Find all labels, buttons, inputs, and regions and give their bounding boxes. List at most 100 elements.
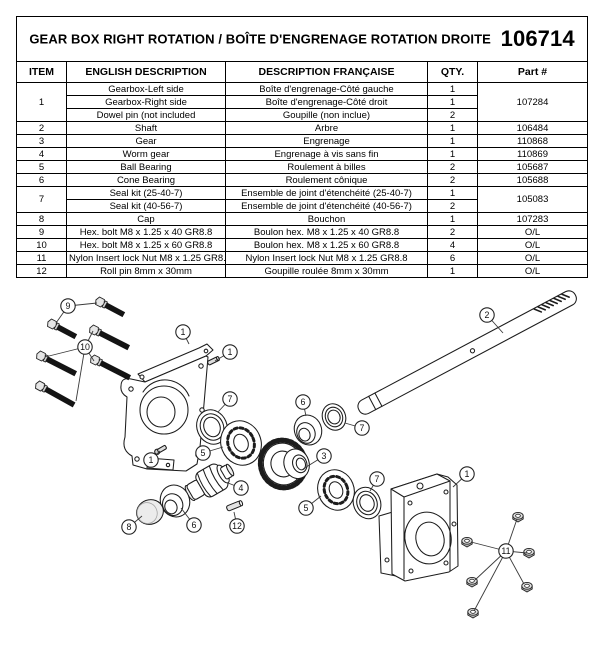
cell-english: Nylon Insert lock Nut M8 x 1.25 GR8.8 bbox=[66, 251, 226, 265]
cell-english: Seal kit (25-40-7) bbox=[66, 186, 226, 200]
balloon-number: 10 bbox=[80, 342, 90, 352]
balloon-number: 1 bbox=[228, 347, 233, 357]
cell-item: 2 bbox=[16, 121, 67, 135]
cell-qty: 1 bbox=[427, 82, 478, 96]
cell-qty: 1 bbox=[427, 134, 478, 148]
cell-english: Gearbox-Right side bbox=[66, 95, 226, 109]
cell-french: Arbre bbox=[225, 121, 428, 135]
balloon-3 bbox=[316, 448, 332, 464]
balloon-number: 9 bbox=[66, 301, 71, 311]
table-row: 9 Hex. bolt M8 x 1.25 x 40 GR8.8 Boulon … bbox=[16, 225, 589, 239]
cell-part: O/L bbox=[476, 251, 589, 265]
cell-english: Dowel pin (not included bbox=[66, 108, 226, 122]
page-title: GEAR BOX RIGHT ROTATION / BOÎTE D'ENGREN… bbox=[15, 16, 589, 62]
table-row: 3 Gear Engrenage 1 110868 bbox=[16, 134, 589, 148]
title-row: GEAR BOX RIGHT ROTATION / BOÎTE D'ENGREN… bbox=[15, 16, 589, 62]
lock-nut bbox=[461, 536, 473, 548]
hex-bolt-m8x40 bbox=[94, 296, 126, 318]
balloon-number: 4 bbox=[239, 483, 244, 493]
cell-item: 9 bbox=[16, 225, 67, 239]
table-row: 10 Hex. bolt M8 x 1.25 x 60 GR8.8 Boulon… bbox=[16, 238, 589, 252]
ball-bearing bbox=[220, 420, 262, 466]
cell-english: Shaft bbox=[66, 121, 226, 135]
cell-item: 8 bbox=[16, 212, 67, 226]
cell-french: Engrenage à vis sans fin bbox=[225, 147, 428, 161]
table-row: 2 Shaft Arbre 1 106484 bbox=[16, 121, 589, 135]
cell-french: Boîte d'engrenage-Côté gauche bbox=[225, 82, 428, 96]
table-row: Seal kit (40-56-7) Ensemble de joint d'é… bbox=[17, 199, 588, 213]
cell-english: Roll pin 8mm x 30mm bbox=[66, 264, 226, 278]
col-header-french: DESCRIPTION FRANÇAISE bbox=[225, 61, 428, 83]
balloon-number: 6 bbox=[192, 520, 197, 530]
cell-english: Hex. bolt M8 x 1.25 x 60 GR8.8 bbox=[66, 238, 226, 252]
cell-qty: 1 bbox=[427, 95, 478, 109]
gearbox-left-housing bbox=[120, 343, 214, 472]
balloon-number: 7 bbox=[375, 474, 380, 484]
col-header-english: ENGLISH DESCRIPTION bbox=[66, 61, 226, 83]
balloon-12 bbox=[229, 518, 245, 534]
seal-ring bbox=[321, 403, 347, 431]
balloon-1 bbox=[175, 324, 191, 340]
cell-part: O/L bbox=[476, 238, 589, 252]
balloon-11 bbox=[498, 543, 514, 559]
dowel-pin bbox=[207, 356, 220, 366]
cell-qty: 2 bbox=[427, 173, 478, 187]
cell-item: 11 bbox=[16, 251, 67, 265]
cell-english: Gear bbox=[66, 134, 226, 148]
balloon-number: 1 bbox=[181, 327, 186, 337]
table-row: 11 Nylon Insert lock Nut M8 x 1.25 GR8.8… bbox=[16, 251, 589, 265]
cell-part: 105687 bbox=[476, 160, 589, 174]
cell-qty: 1 bbox=[427, 147, 478, 161]
cell-french: Boîte d'engrenage-Côté droit bbox=[225, 95, 428, 109]
leader-line bbox=[473, 550, 507, 612]
balloon-10 bbox=[77, 339, 93, 355]
cell-item: 5 bbox=[16, 160, 67, 174]
cell-qty: 1 bbox=[427, 121, 478, 135]
balloon-1 bbox=[459, 466, 475, 482]
page-title-text: GEAR BOX RIGHT ROTATION / BOÎTE D'ENGREN… bbox=[29, 31, 491, 47]
cell-french: Roulement cônique bbox=[225, 173, 428, 187]
cell-part: 110869 bbox=[476, 147, 589, 161]
balloon-4 bbox=[233, 480, 249, 496]
balloon-5 bbox=[195, 445, 211, 461]
balloon-2 bbox=[479, 307, 495, 323]
cell-french: Boulon hex. M8 x 1.25 x 40 GR8.8 bbox=[225, 225, 428, 239]
balloon-number: 5 bbox=[201, 448, 206, 458]
lock-nut bbox=[521, 581, 533, 593]
cell-qty: 1 bbox=[427, 264, 478, 278]
cell-french: Roulement à billes bbox=[225, 160, 428, 174]
balloon-number: 5 bbox=[304, 503, 309, 513]
cell-part: 106484 bbox=[476, 121, 589, 135]
balloon-6 bbox=[295, 394, 311, 410]
cell-part: O/L bbox=[476, 264, 589, 278]
cell-item: 4 bbox=[16, 147, 67, 161]
cell-qty: 2 bbox=[427, 225, 478, 239]
table-row: 6 Cone Bearing Roulement cônique 2 10568… bbox=[16, 173, 589, 187]
balloon-number: 2 bbox=[485, 310, 490, 320]
cell-part: O/L bbox=[476, 225, 589, 239]
table-header-row: ITEM ENGLISH DESCRIPTION DESCRIPTION FRA… bbox=[16, 61, 589, 83]
cell-english: Seal kit (40-56-7) bbox=[66, 199, 226, 213]
table-row: 5 Ball Bearing Roulement à billes 2 1056… bbox=[16, 160, 589, 174]
hex-bolt-m8x60 bbox=[89, 354, 132, 381]
cell-french: Goupille roulée 8mm x 30mm bbox=[225, 264, 428, 278]
cell-qty: 1 bbox=[427, 212, 478, 226]
lock-nut bbox=[512, 511, 524, 523]
cell-french: Bouchon bbox=[225, 212, 428, 226]
seal-ring bbox=[196, 409, 228, 445]
balloon-number: 1 bbox=[149, 455, 154, 465]
balloon-7 bbox=[354, 420, 370, 436]
cell-part: 105083 bbox=[476, 186, 589, 213]
balloon-number: 8 bbox=[127, 522, 132, 532]
leader-line bbox=[75, 346, 86, 402]
cell-part: 107284 bbox=[476, 82, 589, 122]
table-row: 12 Roll pin 8mm x 30mm Goupille roulée 8… bbox=[16, 264, 589, 278]
cell-english: Worm gear bbox=[66, 147, 226, 161]
cell-part: 105688 bbox=[476, 173, 589, 187]
cell-french: Engrenage bbox=[225, 134, 428, 148]
cell-english: Gearbox-Left side bbox=[66, 82, 226, 96]
ball-bearing bbox=[317, 469, 355, 511]
table-row: 8 Cap Bouchon 1 107283 bbox=[16, 212, 589, 226]
col-header-item: ITEM bbox=[16, 61, 67, 83]
balloon-9 bbox=[60, 298, 76, 314]
